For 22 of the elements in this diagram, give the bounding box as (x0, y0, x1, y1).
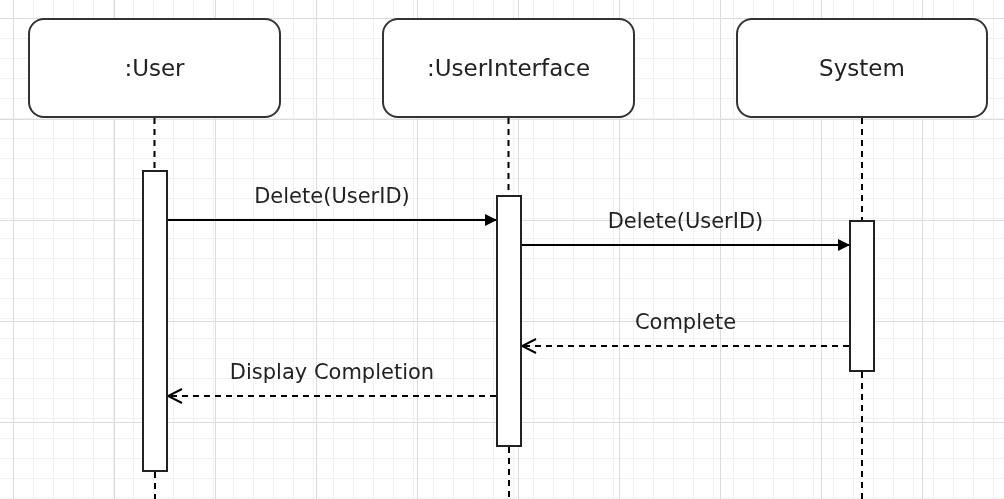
lifeline-header (736, 18, 988, 118)
message-arrow (521, 239, 850, 251)
activation-bar (142, 170, 168, 472)
participant-name: :User (124, 55, 185, 81)
lifeline (153, 117, 156, 171)
lifeline (154, 471, 156, 499)
lifeline-header (382, 18, 635, 118)
lifeline (861, 117, 863, 221)
participant-name: :UserInterface (426, 55, 591, 81)
lifeline-header (28, 18, 281, 118)
participant-name: System (819, 55, 905, 81)
lifeline (508, 446, 510, 499)
edge-label: Delete(UserID) (607, 209, 764, 233)
lifeline (861, 371, 863, 499)
activation-bar (849, 220, 875, 372)
edge-label: Delete(UserID) (254, 184, 410, 208)
message-arrow (521, 338, 850, 354)
edge-label: Complete (634, 310, 737, 334)
edge-label: Display Completion (229, 360, 435, 384)
message-arrow (167, 388, 497, 404)
message-arrow (167, 214, 497, 226)
activation-bar (496, 195, 522, 447)
